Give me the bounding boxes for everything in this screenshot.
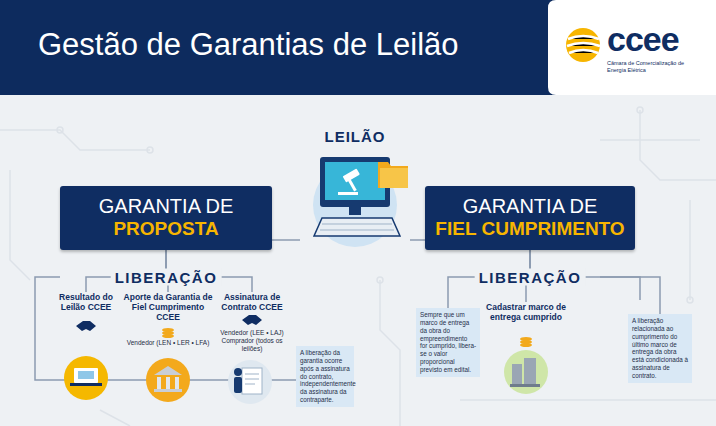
logo-text: ccee <box>607 20 679 59</box>
logo-subtext: Câmara de Comercialização de Energia Elé… <box>607 60 695 73</box>
node-title: Assinatura de Contrato CCEE <box>212 292 292 312</box>
node-subtext: Vendedor (LEE • LAJ) Comprador (todos os… <box>212 329 292 353</box>
step-label: Resultado do Leilão CCEE <box>50 292 122 312</box>
page-title: Gestão de Garantias de Leilão <box>38 27 459 63</box>
node-title: A liberação da garantia ocorre após a as… <box>300 349 350 404</box>
auction-heading: LEILÃO <box>300 128 410 253</box>
node-subtext: FIEL CUMPRIMENTO <box>435 218 624 241</box>
node-subtext: Vendedor (LEN • LER • LFA) <box>122 339 214 347</box>
node-title: Resultado do Leilão CCEE <box>50 292 122 312</box>
guarantee-box: GARANTIA DEFIEL CUMPRIMENTO <box>425 186 635 250</box>
node-title: A liberação relacionada ao cumprimento d… <box>632 317 688 380</box>
guarantee-box: GARANTIA DEPROPOSTA <box>60 186 272 250</box>
node-subtext: PROPOSTA <box>113 218 218 241</box>
node-title: GARANTIA DE <box>99 195 233 218</box>
connector-line <box>410 239 425 241</box>
note-box: A liberação da garantia ocorre após a as… <box>296 346 354 407</box>
note-box: A liberação relacionada ao cumprimento d… <box>628 314 692 383</box>
node-title: Cadastrar marco de entrega cumprido <box>486 302 566 322</box>
section-label: LIBERAÇÃO <box>475 269 586 286</box>
note-box: Sempre que um marco de entrega da obra d… <box>416 308 480 377</box>
node-title: GARANTIA DE <box>463 195 597 218</box>
step-label: Aporte da Garantia de Fiel Cumprimento C… <box>122 292 214 347</box>
section-label: LIBERAÇÃO <box>111 269 222 286</box>
node-title: Aporte da Garantia de Fiel Cumprimento C… <box>122 292 214 322</box>
node-title: Sempre que um marco de entrega da obra d… <box>420 311 476 374</box>
connector-line <box>272 239 300 241</box>
step-label: Cadastrar marco de entrega cumprido <box>486 302 566 322</box>
step-label: Assinatura de Contrato CCEE Vendedor (LEE… <box>212 292 292 353</box>
node-title: LEILÃO <box>300 128 410 145</box>
